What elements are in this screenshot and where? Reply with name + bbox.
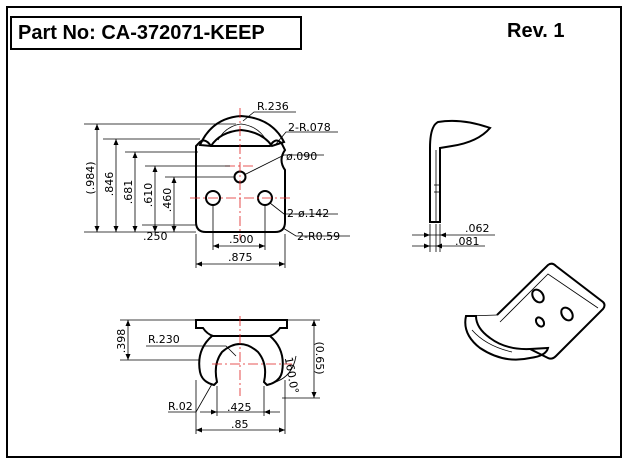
dim-681-label: .681 [122, 180, 135, 205]
leader-d090 [243, 154, 324, 176]
side-view: .062 .081 [412, 119, 495, 252]
dim-398-label: .398 [115, 329, 128, 354]
iso-clip-top-edge [467, 314, 498, 317]
dim-r02-label: R.02 [168, 400, 193, 413]
front-view: (.984) .846 .681 .610 .460 .250 .500 .87… [84, 100, 350, 268]
arrows-081 [424, 243, 442, 249]
leader-d142 [269, 202, 338, 215]
side-profile [429, 119, 492, 223]
iso-hole-center [534, 316, 546, 328]
leader-r230 [146, 345, 237, 357]
arrows-500 [213, 243, 265, 249]
dim-r230-label: R.230 [148, 333, 180, 346]
dim-r236-label: R.236 [257, 100, 289, 113]
angle-arc [267, 355, 297, 385]
iso-clip [464, 315, 550, 361]
isometric-view [464, 262, 606, 361]
top-flange [195, 319, 288, 337]
dim-r078-label: 2-R.078 [288, 121, 331, 134]
top-ring-body [198, 335, 284, 387]
front-clip-inner-edge [217, 123, 267, 141]
dim-610-label: .610 [142, 183, 155, 208]
dim-angle-label: 160.0° [282, 356, 301, 395]
dim-085-label: .85 [231, 418, 249, 431]
top-view: .398 R.230 (0.65) 160.0° R.02 .425 [115, 316, 326, 434]
dim-425-label: .425 [227, 401, 252, 414]
dim-r059-label: 2-R0.59 [297, 230, 340, 243]
arrows-460 [171, 177, 177, 232]
dim-d090-label: ø.090 [286, 150, 317, 163]
dim-081-label: .081 [455, 235, 480, 248]
leader-r236 [242, 111, 296, 122]
dim-250-label: .250 [143, 230, 168, 243]
leader-r078 [275, 131, 338, 145]
dim-062-label: .062 [465, 222, 490, 235]
part-number-box: Part No: CA-372071-KEEP [10, 16, 302, 50]
front-clip-top [198, 114, 286, 148]
dim-d142-label: 2-ø.142 [287, 207, 329, 220]
dim-500-label: .500 [229, 233, 254, 246]
drawing-border [6, 6, 622, 458]
revision-label: Rev. 1 [507, 20, 565, 42]
dim-875-label: .875 [228, 251, 253, 264]
iso-plate [496, 262, 606, 360]
dim-460-label: .460 [161, 188, 174, 213]
dim-065-label: (0.65) [313, 341, 326, 374]
iso-hole-upper [531, 288, 545, 304]
dim-984-label: (.984) [84, 161, 97, 194]
dim-846-label: .846 [103, 172, 116, 197]
iso-plate-inner-edge [499, 273, 599, 323]
arrows-062 [424, 232, 446, 238]
front-plate-outline [195, 139, 287, 233]
iso-clip-inner-curve [471, 329, 513, 353]
iso-hole-right [560, 306, 574, 322]
leader-r059 [282, 227, 350, 237]
